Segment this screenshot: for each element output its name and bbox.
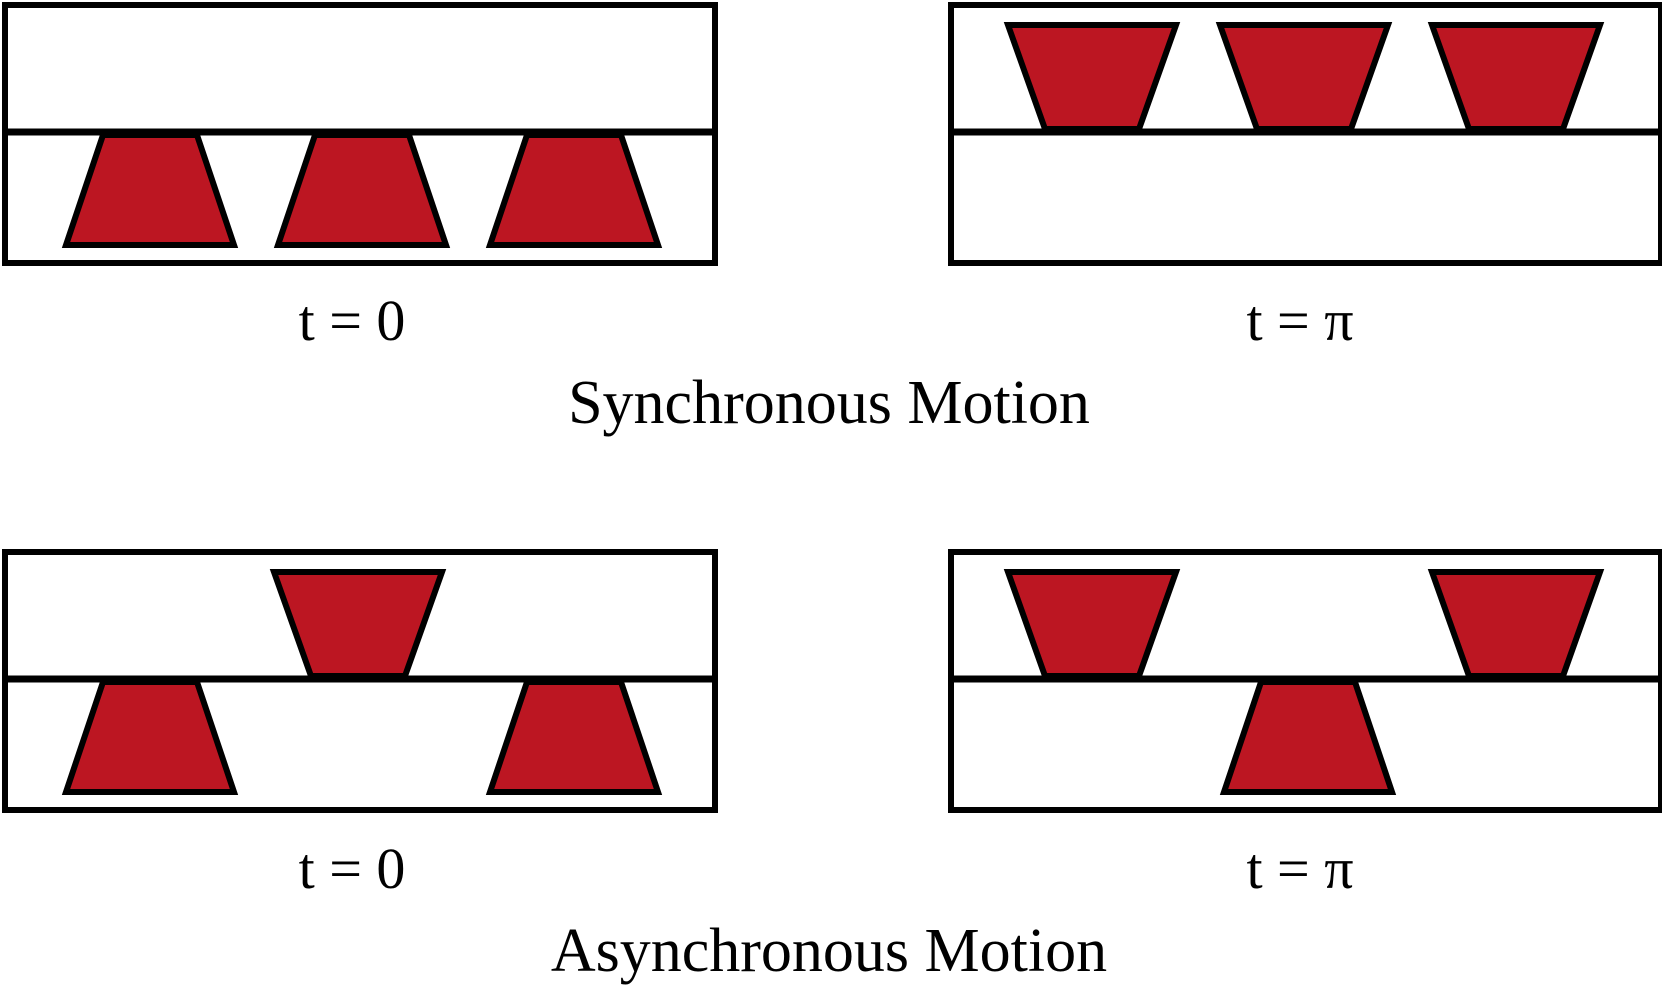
piston-bottom [273,132,451,248]
panel-1-1 [948,549,1662,813]
async-t0-label: t = 0 [298,836,406,901]
piston-top [1215,22,1393,132]
piston-bottom [1219,679,1397,795]
panel-0-0 [2,2,718,266]
piston-top [1427,22,1605,132]
piston-top [1427,569,1605,679]
async-tpi-label: t = π [1246,836,1354,901]
piston-top [1003,22,1181,132]
sync-tpi-label: t = π [1246,288,1354,353]
sync-t0-label: t = 0 [298,288,406,353]
piston-bottom [61,679,239,795]
panel-1-0 [2,549,718,813]
synchronous-motion-title: Synchronous Motion [568,369,1090,437]
piston-top [269,569,447,679]
piston-top [1003,569,1181,679]
piston-bottom [485,132,663,248]
asynchronous-motion-title: Asynchronous Motion [550,917,1108,985]
panel-0-1 [948,2,1662,266]
piston-bottom [61,132,239,248]
piston-bottom [485,679,663,795]
